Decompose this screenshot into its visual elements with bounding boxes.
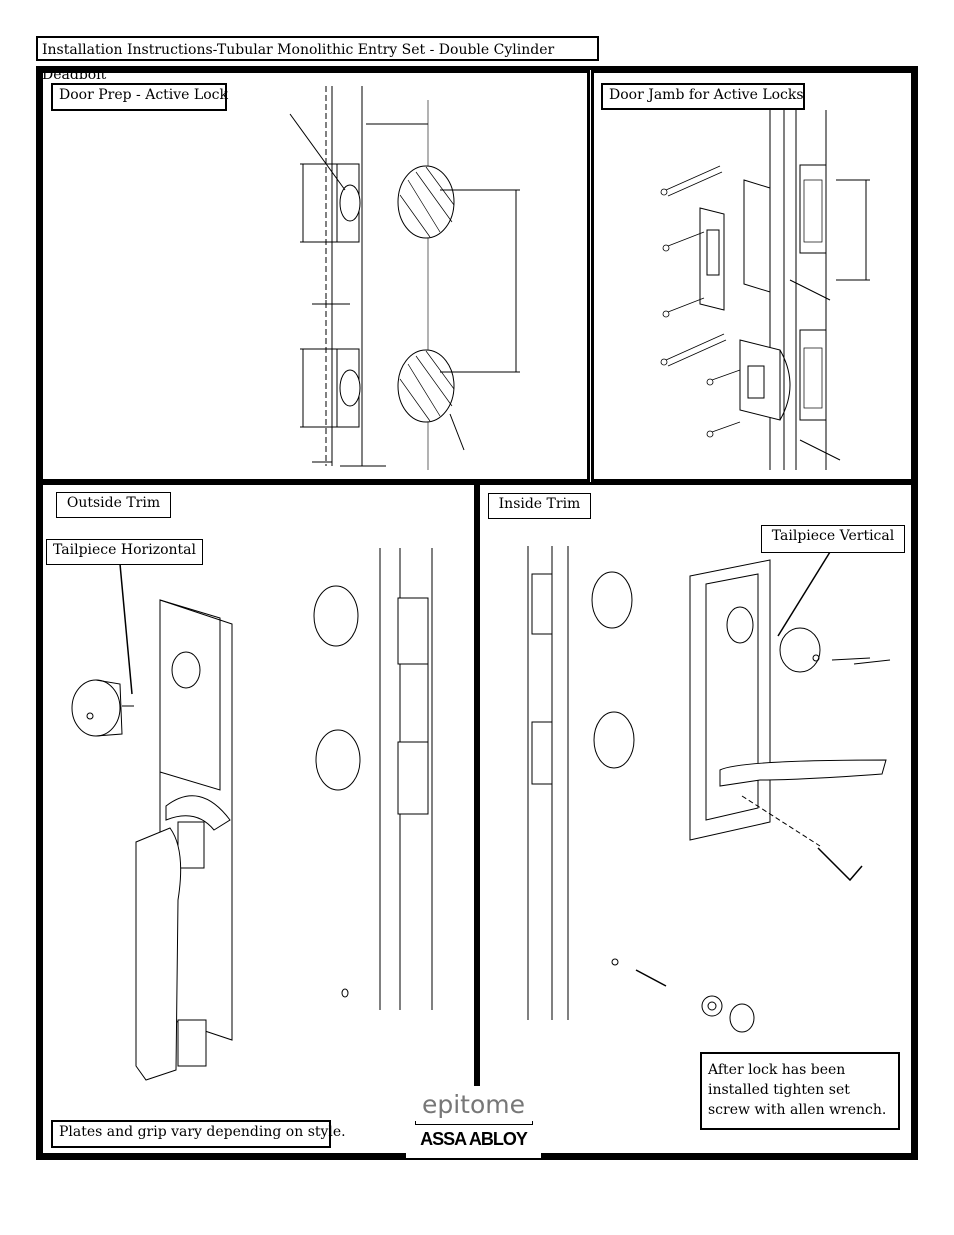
brand-company-name: ASSA ABLOY	[420, 1129, 528, 1149]
door-prep-label: Door Prep - Active Lock	[51, 83, 228, 111]
door-jamb-panel	[591, 70, 914, 482]
tailpiece-vertical-pointer	[777, 551, 831, 637]
outside-trim-label: Outside Trim	[56, 492, 171, 518]
tailpiece-horizontal-pointer	[119, 563, 133, 695]
tailpiece-vertical-label: Tailpiece Vertical	[761, 525, 905, 553]
door-prep-panel	[40, 70, 590, 482]
set-screw-note-text: After lock has been installed tighten se…	[708, 1062, 887, 1118]
door-jamb-drawing	[660, 110, 870, 470]
outside-trim-panel	[40, 482, 477, 1156]
door-prep-drawing	[289, 86, 520, 470]
brand-product-name: epitome	[421, 1090, 526, 1119]
inside-trim-label: Inside Trim	[488, 493, 591, 519]
page-title: Installation Instructions-Tubular Monoli…	[36, 36, 599, 83]
plates-grip-note: Plates and grip vary depending on style.	[51, 1120, 346, 1148]
inside-trim-drawing	[527, 546, 891, 1033]
door-jamb-label: Door Jamb for Active Locks	[601, 83, 805, 110]
tailpiece-horizontal-label: Tailpiece Horizontal	[46, 539, 203, 565]
brand-divider	[414, 1121, 533, 1125]
brand-logo: epitome ASSA ABLOY	[406, 1086, 541, 1158]
inside-trim-panel	[477, 482, 914, 1156]
outer-frame	[36, 66, 918, 1160]
outside-trim-drawing	[71, 548, 433, 1081]
set-screw-note: After lock has been installed tighten se…	[700, 1052, 900, 1130]
